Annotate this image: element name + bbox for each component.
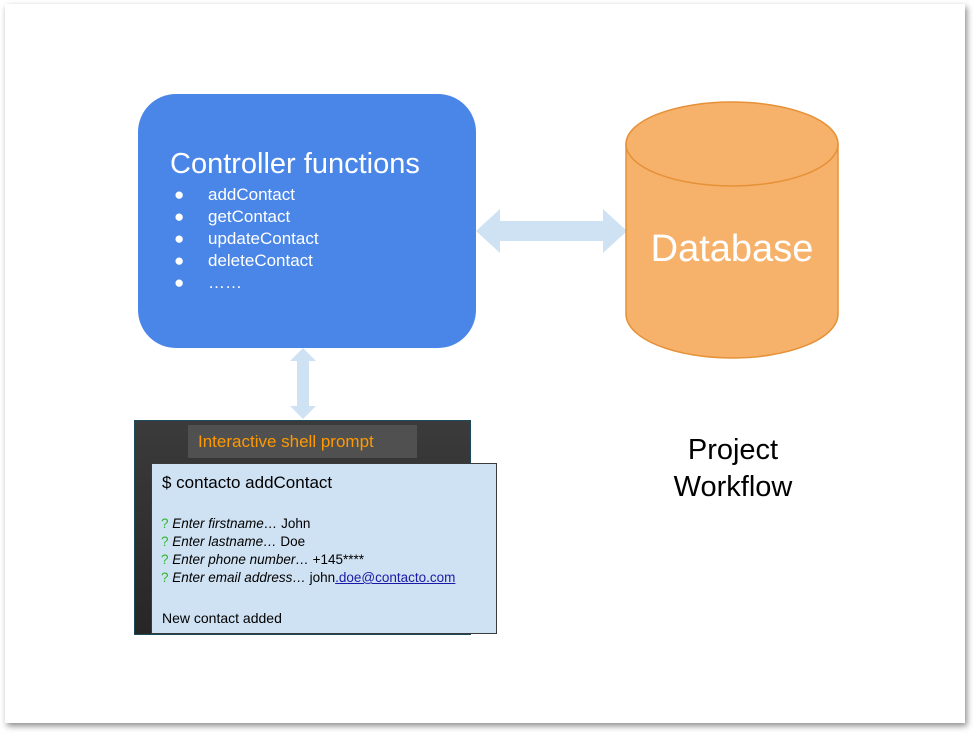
prompt-line: ? Enter lastname… Doe	[161, 533, 455, 551]
list-item: ● updateContact	[174, 228, 319, 250]
prompt-value: +145****	[312, 552, 365, 567]
bullet-icon: ●	[174, 251, 185, 270]
prompt-line: ? Enter email address… john.doe@contacto…	[161, 569, 455, 587]
terminal-result: New contact added	[162, 610, 282, 626]
list-item: ● addContact	[174, 184, 319, 206]
database-cylinder-icon	[625, 101, 839, 359]
prompt-label: Enter phone number…	[172, 552, 309, 567]
prompt-value: John	[281, 516, 311, 531]
function-label: addContact	[208, 185, 295, 204]
bullet-icon: ●	[174, 185, 185, 204]
list-item: ● deleteContact	[174, 250, 319, 272]
controller-title: Controller functions	[170, 148, 420, 180]
terminal-prompts: ? Enter firstname… John ? Enter lastname…	[161, 515, 455, 587]
function-label: updateContact	[208, 229, 319, 248]
prompt-value: john	[309, 570, 336, 585]
controller-function-list: ● addContact ● getContact ● updateContact ●…	[174, 184, 319, 294]
function-label: ……	[208, 273, 242, 292]
question-mark-icon: ?	[161, 516, 169, 531]
caption-line: Workflow	[673, 471, 793, 503]
caption-line: Project	[687, 434, 779, 466]
function-label: deleteContact	[208, 251, 313, 270]
prompt-label: Enter lastname…	[172, 534, 277, 549]
bullet-icon: ●	[174, 207, 185, 226]
prompt-line: ? Enter phone number… +145****	[161, 551, 455, 569]
question-mark-icon: ?	[161, 570, 169, 585]
email-link[interactable]: .doe@contacto.com	[335, 570, 456, 585]
prompt-value: Doe	[280, 534, 306, 549]
list-item: ● ……	[174, 272, 319, 294]
question-mark-icon: ?	[161, 534, 169, 549]
prompt-line: ? Enter firstname… John	[161, 515, 455, 533]
diagram-caption: Project Workflow	[656, 432, 810, 506]
prompt-label: Enter firstname…	[172, 516, 278, 531]
database-top	[625, 101, 839, 187]
database-body	[625, 143, 839, 359]
bullet-icon: ●	[174, 273, 185, 292]
terminal-window: $ contacto addContact ? Enter firstname……	[151, 463, 497, 634]
terminal-tab: Interactive shell prompt	[188, 425, 417, 458]
bullet-icon: ●	[174, 229, 185, 248]
database-label: Database	[650, 228, 814, 270]
prompt-label: Enter email address…	[172, 570, 306, 585]
controller-functions-box: Controller functions ● addContact ● getCon…	[138, 94, 476, 348]
terminal-command: $ contacto addContact	[162, 473, 333, 492]
question-mark-icon: ?	[161, 552, 169, 567]
function-label: getContact	[208, 207, 291, 226]
list-item: ● getContact	[174, 206, 319, 228]
